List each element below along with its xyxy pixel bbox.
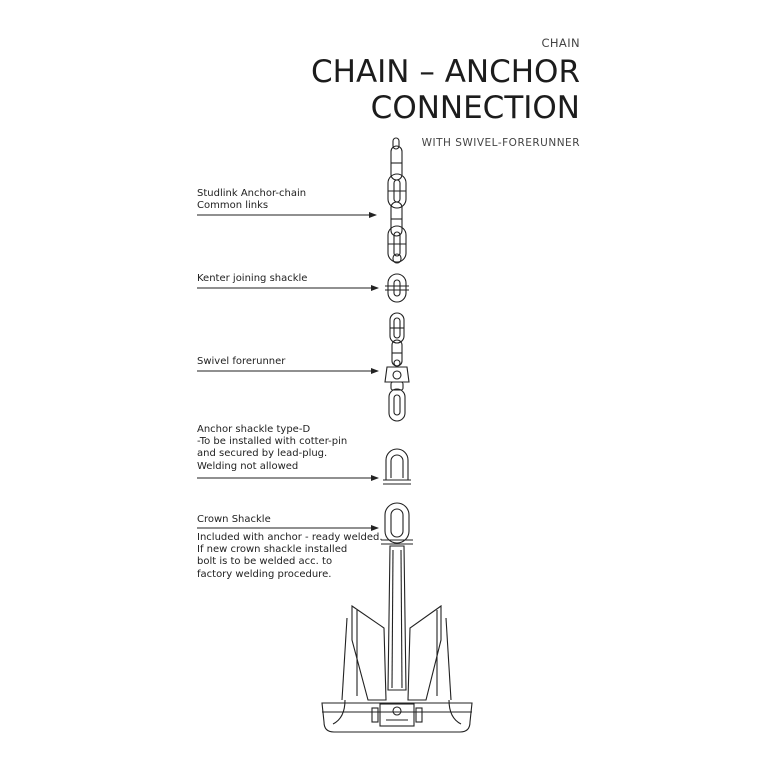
- page-title-line-1: CHAIN – ANCHOR: [311, 54, 580, 90]
- anchor-body: [321, 545, 473, 733]
- label-line: Welding not allowed: [197, 460, 299, 472]
- label-crown-shackle: Crown Shackle: [197, 514, 271, 526]
- label-kenter-shackle: Kenter joining shackle: [197, 273, 307, 285]
- label-line: Common links: [197, 200, 269, 212]
- label-swivel-forerunner: Swivel forerunner: [197, 356, 285, 368]
- label-line: Included with anchor - ready welded.: [197, 532, 383, 543]
- page-title-line-2: CONNECTION: [370, 90, 580, 126]
- label-line: Anchor shackle type-D: [197, 424, 311, 435]
- label-line: -To be installed with cotter-pin: [197, 436, 348, 448]
- label-line: bolt is to be welded acc. to: [197, 556, 333, 568]
- section-kicker: CHAIN: [541, 36, 580, 50]
- kenter-joining-shackle: [385, 273, 409, 303]
- label-line: factory welding procedure.: [197, 568, 332, 580]
- crown-shackle: [381, 502, 413, 545]
- label-line: Swivel forerunner: [197, 356, 286, 367]
- label-line: Crown Shackle: [197, 514, 271, 525]
- label-line: Studlink Anchor-chain: [197, 188, 307, 199]
- label-line: If new crown shackle installed: [197, 544, 348, 556]
- label-anchor-shackle: Anchor shackle type-D -To be installed w…: [197, 424, 347, 473]
- label-crown-notes: Included with anchor - ready welded. If …: [197, 532, 383, 581]
- studlink-chain: [387, 137, 407, 264]
- label-studlink-chain: Studlink Anchor-chain Common links: [197, 188, 306, 212]
- label-line: Kenter joining shackle: [197, 273, 308, 284]
- anchor-shackle-type-d: [383, 448, 411, 485]
- label-line: and secured by lead-plug.: [197, 448, 328, 460]
- page-subtitle: WITH SWIVEL-FORERUNNER: [421, 137, 580, 149]
- swivel-forerunner: [384, 312, 410, 422]
